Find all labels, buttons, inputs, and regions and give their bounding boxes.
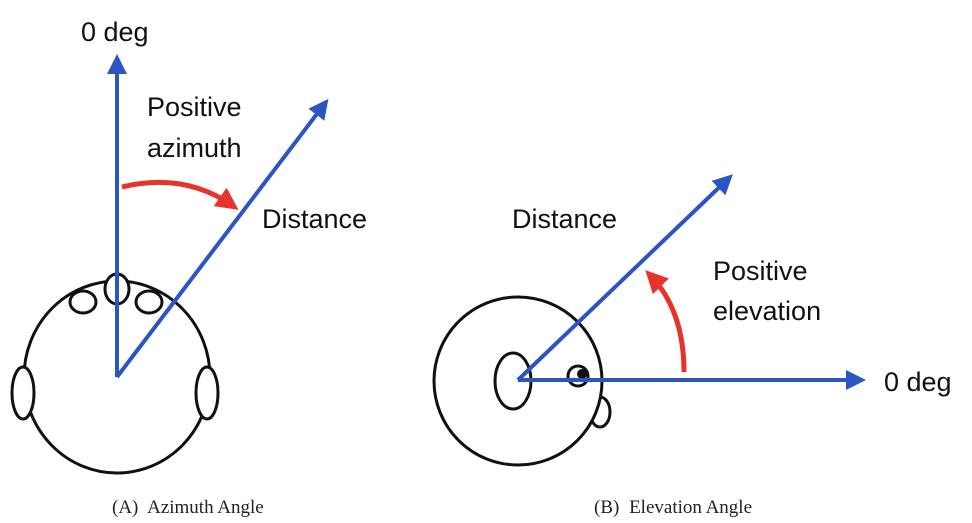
caption-a-prefix: (A) (112, 497, 138, 518)
right-ear (194, 365, 220, 421)
positive-azimuth-label-line1: Positive (147, 92, 242, 122)
zero-deg-label-a: 0 deg (81, 17, 149, 47)
left-ear (10, 365, 36, 421)
positive-elevation-label-line1: Positive (713, 256, 808, 286)
azimuth-angle-arrow (121, 179, 239, 210)
side-eye-pupil (577, 369, 587, 379)
caption-b-prefix: (B) (594, 497, 619, 518)
right-eye-bump (134, 289, 164, 315)
elevation-angle-arrow (645, 270, 687, 373)
caption-b-text: Elevation Angle (629, 497, 752, 518)
distance-label-b: Distance (512, 204, 617, 234)
left-eye-bump (68, 289, 98, 315)
caption-a-text: Azimuth Angle (147, 497, 264, 518)
distance-arrow-b (516, 174, 733, 382)
distance-label-a: Distance (262, 204, 367, 234)
caption-b: (B) Elevation Angle (594, 497, 752, 518)
panel-azimuth: 0 deg Positive azimuth Distance (A) Azim… (10, 17, 367, 518)
zero-deg-label-b: 0 deg (884, 367, 952, 397)
positive-elevation-label-line2: elevation (713, 296, 821, 326)
caption-a: (A) Azimuth Angle (112, 497, 264, 518)
positive-azimuth-label-line2: azimuth (147, 133, 242, 163)
distance-arrow-a (115, 98, 329, 379)
panel-elevation: Distance Positive elevation 0 deg (B) El… (432, 174, 952, 518)
